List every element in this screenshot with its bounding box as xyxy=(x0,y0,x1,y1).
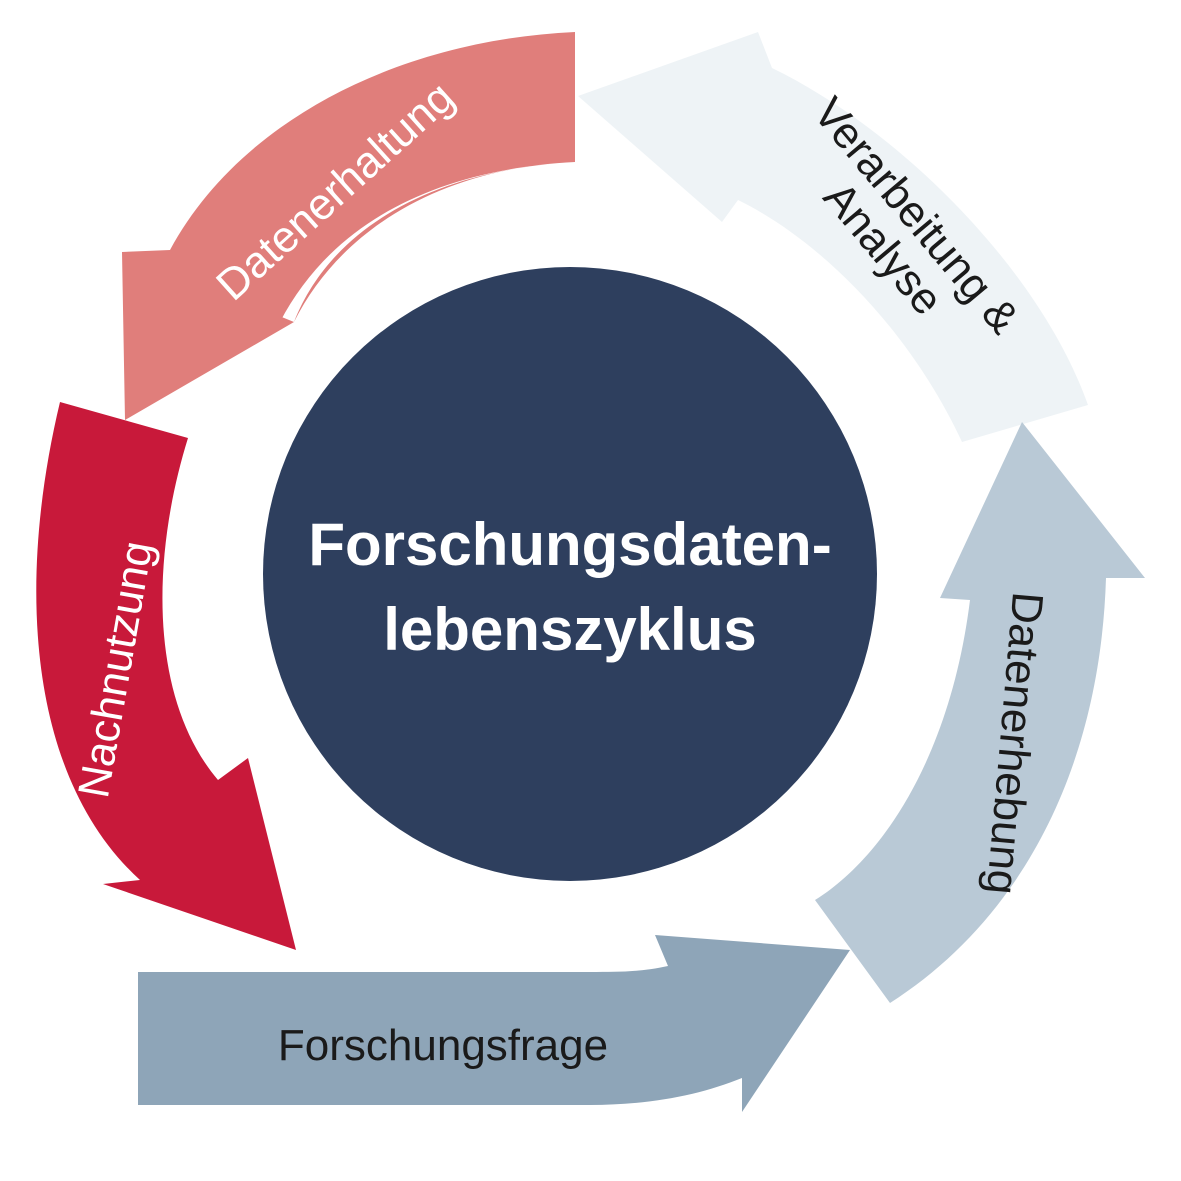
arrow-forschungsfrage xyxy=(138,935,850,1112)
center-circle xyxy=(263,267,877,881)
center-title-line2: lebenszyklus xyxy=(383,596,757,663)
arrow-datenerhebung xyxy=(815,422,1145,1003)
arrow-datenerhaltung xyxy=(122,32,575,420)
label-forschungsfrage: Forschungsfrage xyxy=(278,1021,608,1070)
arrow-nachnutzung xyxy=(36,402,297,950)
arrow-verarbeitung-analyse xyxy=(578,32,1088,442)
center-title-line1: Forschungsdaten- xyxy=(308,511,831,578)
